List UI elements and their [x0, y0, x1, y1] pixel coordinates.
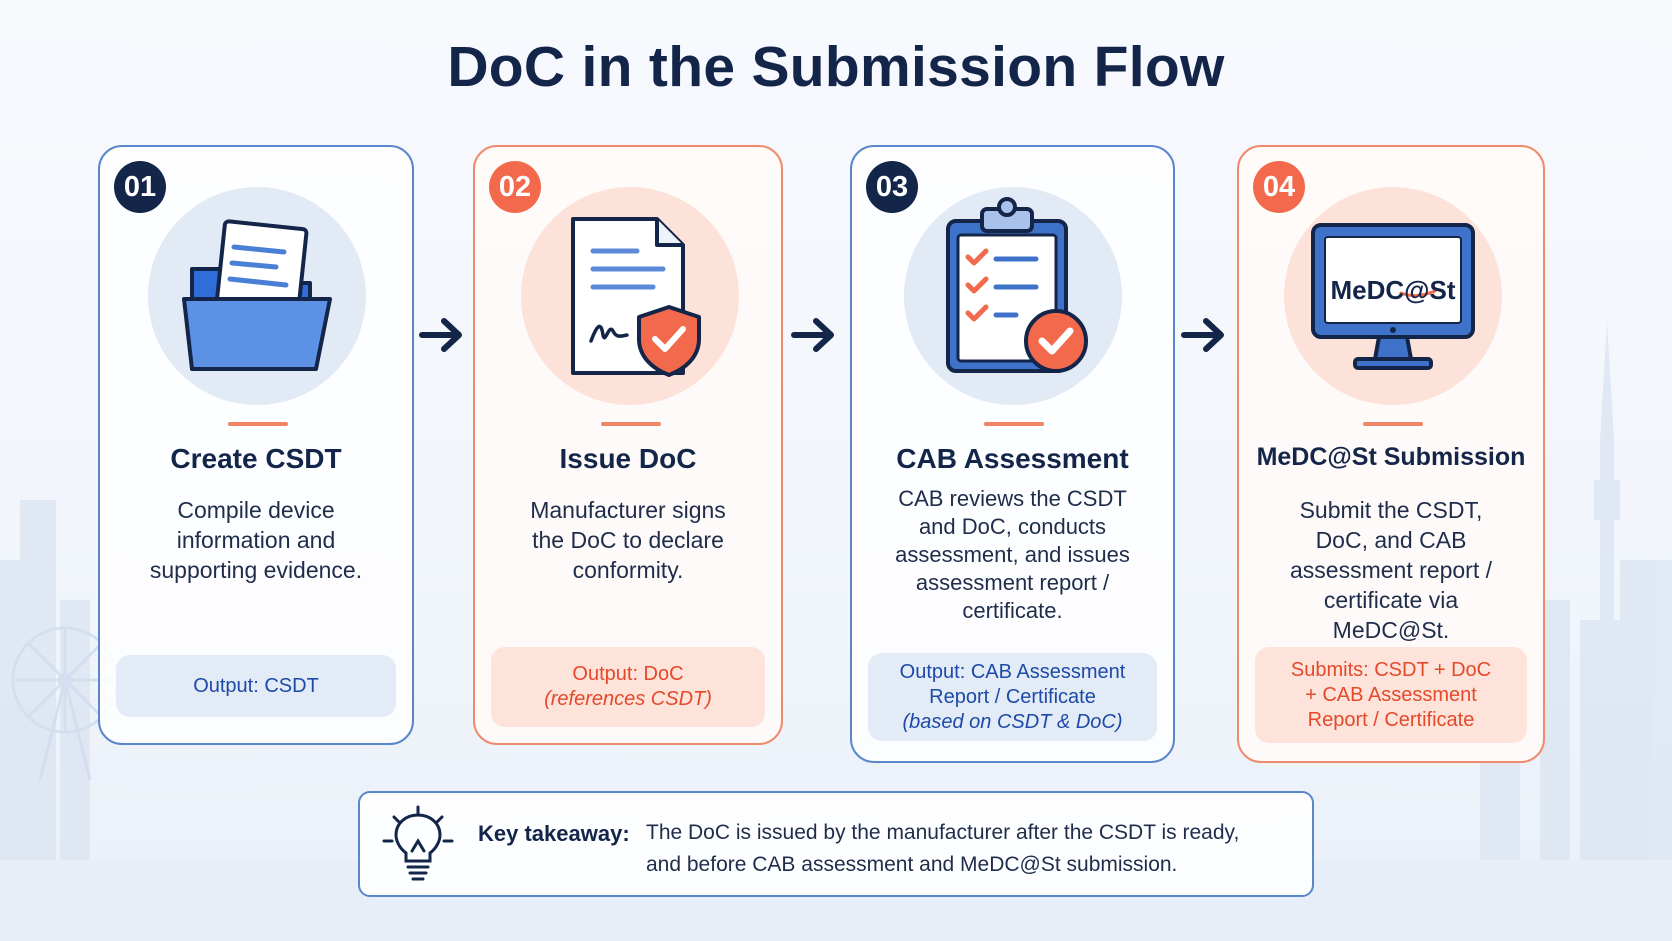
takeaway-text-line-2: and before CAB assessment and MeDC@St su… — [646, 853, 1178, 876]
monitor-icon — [1311, 223, 1475, 370]
step-card-issue-doc: 02 Issue DoC Manufacturer signs the DoC … — [473, 145, 783, 745]
step-number-badge: 02 — [489, 161, 541, 213]
page-title: DoC in the Submission Flow — [447, 35, 1225, 99]
step-number-badge: 01 — [114, 161, 166, 213]
step-description: Submit the CSDT, DoC, and CAB assessment… — [1290, 497, 1492, 643]
step-number-badge: 04 — [1253, 161, 1305, 213]
signed-document-shield-icon — [571, 217, 701, 377]
output-line: Output: CAB Assessment — [899, 660, 1126, 683]
takeaway-text-line-1: The DoC is issued by the manufacturer af… — [646, 821, 1240, 844]
output-box: Output: CAB Assessment Report / Certific… — [868, 653, 1157, 741]
step-card-medcast-submission: 04 MeDC@St MeDC@St Submission Submit the… — [1237, 145, 1545, 763]
divider-accent — [228, 422, 288, 426]
step-description: Compile device information and supportin… — [149, 497, 363, 583]
step-description: Manufacturer signs the DoC to declare co… — [530, 497, 726, 583]
key-takeaway-box: Key takeaway: The DoC is issued by the m… — [358, 791, 1314, 897]
output-box: Submits: CSDT + DoC + CAB Assessment Rep… — [1255, 647, 1527, 743]
output-line: Submits: CSDT + DoC — [1290, 658, 1492, 681]
arrow-right-icon — [791, 318, 834, 352]
arrow-right-icon — [1181, 318, 1224, 352]
output-note: (references CSDT) — [544, 688, 712, 710]
arrow-right-icon — [419, 318, 462, 352]
lightbulb-icon — [382, 805, 454, 881]
step-number-badge: 03 — [866, 161, 918, 213]
step-title: CAB Assessment — [896, 443, 1129, 474]
takeaway-label: Key takeaway: — [478, 821, 630, 846]
step-title: Issue DoC — [559, 443, 697, 474]
output-note: (based on CSDT & DoC) — [902, 710, 1123, 733]
output-line: + CAB Assessment — [1305, 683, 1477, 706]
output-box: Output: CSDT — [116, 655, 396, 717]
output-line: Output: CSDT — [193, 674, 319, 697]
divider-accent — [984, 422, 1044, 426]
output-line: Report / Certificate — [929, 685, 1096, 708]
step-description: CAB reviews the CSDT and DoC, conducts a… — [895, 486, 1130, 623]
step-title: MeDC@St Submission — [1256, 443, 1526, 471]
step-card-cab-assessment: 03 CAB Assessment CAB reviews the CSDT a… — [850, 145, 1175, 763]
divider-accent — [601, 422, 661, 426]
output-line: Output: DoC — [572, 663, 684, 685]
output-line: Report / Certificate — [1307, 708, 1475, 731]
step-title: Create CSDT — [170, 443, 342, 474]
step-card-create-csdt: 01 Create CSDT Compile device informatio… — [98, 145, 414, 745]
clipboard-checklist-icon — [946, 197, 1088, 373]
divider-accent — [1363, 422, 1423, 426]
folder-icon — [182, 219, 332, 371]
monitor-screen-text: MeDC@St — [1330, 275, 1456, 305]
output-box: Output: DoC (references CSDT) — [491, 647, 765, 727]
